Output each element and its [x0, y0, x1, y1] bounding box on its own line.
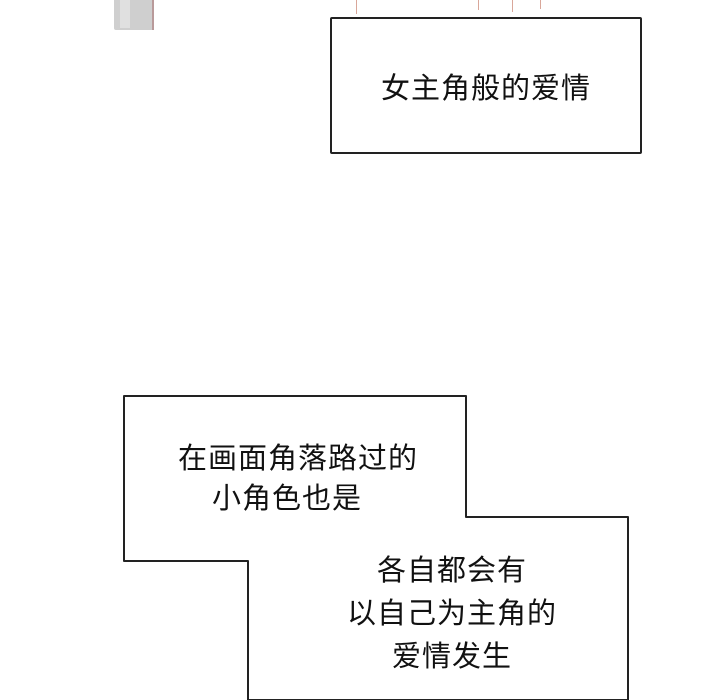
- caption-line: 在画面角落路过的: [177, 441, 418, 475]
- hair-strand-art: [512, 0, 513, 12]
- caption-line: 各自都会有: [376, 553, 527, 587]
- hair-strand-art: [540, 0, 541, 9]
- caption-text-top: 女主角般的爱情: [380, 70, 591, 105]
- caption-line: 爱情发生: [391, 639, 512, 673]
- caption-box-top: 女主角般的爱情: [330, 17, 642, 154]
- hair-strand-art: [478, 0, 479, 10]
- hair-strand-art: [356, 0, 357, 14]
- caption-line: 以自己为主角的: [346, 596, 557, 630]
- caption-line: 小角色也是: [212, 481, 363, 515]
- comic-panel-fragment: [114, 0, 154, 30]
